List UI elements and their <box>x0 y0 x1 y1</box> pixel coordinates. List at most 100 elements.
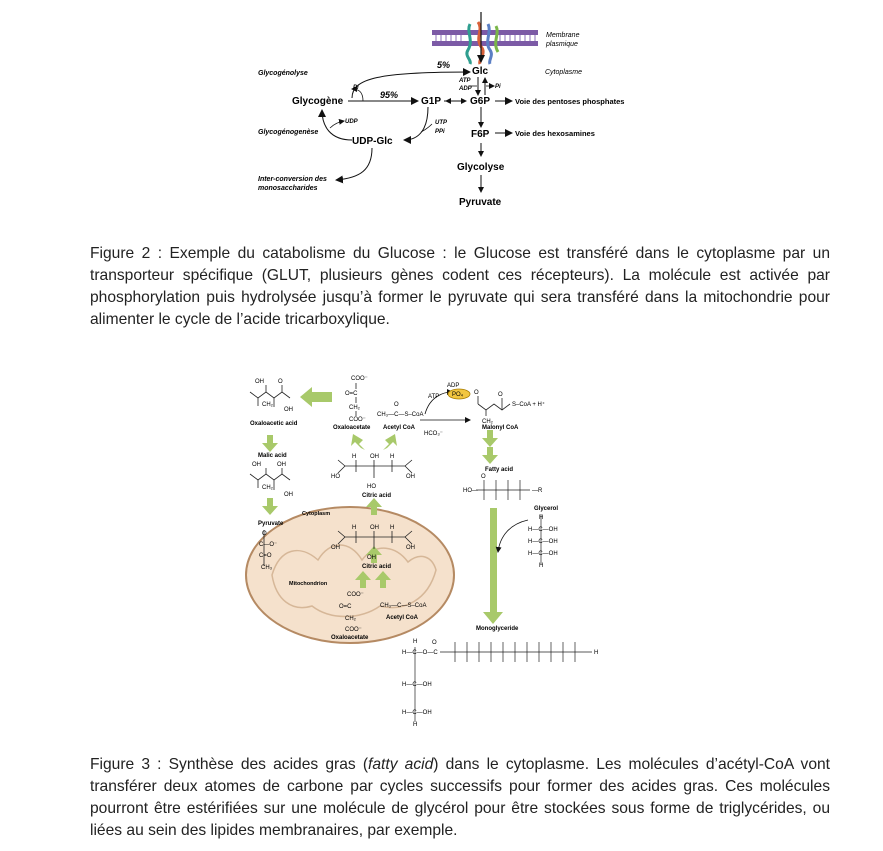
citric-cyto-oh2: OH <box>406 474 415 480</box>
glycogen-to-glc-arrow <box>351 68 471 99</box>
g1p-label: G1P <box>421 96 441 107</box>
monoglyceride-structure <box>414 642 592 722</box>
po4-label: PO₄ <box>452 392 464 398</box>
citric-cyto-h1: H <box>352 454 356 460</box>
pyruvate-c2: C=O <box>259 553 272 559</box>
malic-oh2: OH <box>277 462 286 468</box>
malonyl-coa-structure <box>477 396 511 416</box>
malic-oh3: OH <box>284 492 293 498</box>
atp-label: ATP <box>458 78 472 84</box>
oxaloacetic-oh2: OH <box>284 407 293 413</box>
citric-mito-oh: OH <box>370 525 379 531</box>
g1p-to-udpglc-arrow <box>403 106 429 144</box>
oxaloacetic-o: O <box>278 379 283 385</box>
oxaloacetic-acid-structure <box>249 385 291 407</box>
glycerol-label: Glycerol <box>534 506 558 512</box>
glycerol-h-top: H <box>539 515 543 521</box>
acetyl-coa-formula: CH₃—C—S–CoA <box>377 412 423 418</box>
f6p-label: F6P <box>471 129 490 140</box>
citric-mito-oh2: OH <box>331 545 340 551</box>
glycogene-label: Glycogène <box>292 96 344 107</box>
membrane-label-line1: Membrane <box>546 32 580 39</box>
oxaloacetate-label: Oxaloacetate <box>333 425 371 431</box>
oxaloacetate-coo-top: COO⁻ <box>351 376 368 382</box>
adp-label-fig3: ADP <box>447 383 459 389</box>
oxaloacetate-label-mito: Oxaloacetate <box>331 635 369 641</box>
interconversion-arrow <box>335 147 373 184</box>
oxaloacetic-acid-label: Oxaloacetic acid <box>250 421 298 427</box>
citric-mito-oh3: OH <box>406 545 415 551</box>
pi-label-g6p: Pi <box>495 84 501 90</box>
oxaloacetate-coo-bottom: COO⁻ <box>349 417 366 423</box>
oxaloacetate-c-o: O=C <box>345 391 358 397</box>
green-arrows <box>262 387 503 624</box>
citric-cyto-ho: HO <box>331 474 340 480</box>
utp-label: UTP <box>435 120 448 126</box>
oxaloacetate-mito-ch2: CH₂ <box>345 616 357 622</box>
pyruvate-o: O <box>262 531 267 537</box>
pi-label-glycogen: Pi <box>353 85 359 91</box>
hco3-label: HCO₃⁻ <box>424 431 443 437</box>
citric-acid-cytoplasm-structure <box>337 459 413 478</box>
acetyl-coa-label: Acetyl CoA <box>383 425 416 431</box>
fatty-acid-structure <box>476 480 530 500</box>
figure-3-fatty-acid-synthesis: Cytoplasm Mitochondrion OH O OH CH₂ Oxa <box>245 376 598 728</box>
citric-mito-h1: H <box>352 525 356 531</box>
mono-h-top: H <box>413 639 417 645</box>
adp-label: ADP <box>458 86 473 92</box>
oxaloacetate-mito-coo2: COO⁻ <box>345 627 362 633</box>
acetyl-coa-mito-formula: CH₃—C—S–CoA <box>380 603 426 609</box>
malonyl-coa-label: Malonyl CoA <box>482 425 519 431</box>
citric-mito-h2: H <box>390 525 394 531</box>
oxaloacetic-ch2: CH₂ <box>262 402 274 408</box>
pct-5-label: 5% <box>437 60 450 70</box>
citric-mito-oh4: OH <box>367 555 376 561</box>
citric-cyto-oh: OH <box>370 454 379 460</box>
glycerol-row2: H—C—OH <box>528 539 558 545</box>
mono-o: O <box>432 640 437 646</box>
malonyl-scoa: S–CoA + H⁺ <box>512 401 545 408</box>
mono-row1: H—C—O—C <box>402 650 438 656</box>
malic-ch2: CH₂ <box>262 485 274 491</box>
udp-label: UDP <box>345 119 359 125</box>
glycogenogenese-label: Glycogénogenèse <box>258 129 318 136</box>
monoglyceride-label: Monoglyceride <box>476 626 519 632</box>
figure-3-caption: Figure 3 : Synthèse des acides gras (fat… <box>90 754 830 842</box>
membrane-bilayer <box>432 21 538 65</box>
udpglc-to-glycogen-arrow <box>318 109 353 141</box>
figure-3-caption-end: ) dans le cytoplasme. Les molécules d’ac… <box>90 756 831 839</box>
glycolyse-label: Glycolyse <box>457 162 505 173</box>
malonyl-o1: O <box>474 390 479 396</box>
citric-cyto-ho2: HO <box>367 484 376 490</box>
fatty-acid-r: —R <box>532 488 543 494</box>
malic-oh1: OH <box>252 462 261 468</box>
pentoses-label: Voie des pentoses phosphates <box>515 97 624 106</box>
citric-acid-label-mito: Citric acid <box>362 564 391 570</box>
malonyl-ch2: CH₂ <box>482 419 494 425</box>
mono-row2: H—C—OH <box>402 682 432 688</box>
glycerol-row1: H—C—OH <box>528 527 558 533</box>
figure-3-caption-emphasis: fatty acid <box>368 756 434 773</box>
glycerol-row3: H—C—OH <box>528 551 558 557</box>
fatty-acid-label: Fatty acid <box>485 467 513 473</box>
acetyl-coa-label-mito: Acetyl CoA <box>386 615 419 621</box>
figure-3-caption-start: Figure 3 : Synthèse des acides gras ( <box>90 756 369 773</box>
cytoplasm-label: Cytoplasm <box>302 511 330 517</box>
fatty-acid-o: O <box>481 474 486 480</box>
fatty-acid-ho: HO— <box>463 488 478 494</box>
pyruvate-label: Pyruvate <box>459 197 502 208</box>
figure-2-caption: Figure 2 : Exemple du catabolisme du Glu… <box>90 245 830 328</box>
citric-acid-mito-structure <box>337 530 413 549</box>
interconversion-label-line2: monosaccharides <box>258 185 318 192</box>
udpglc-label: UDP-Glc <box>352 136 393 147</box>
malic-acid-label: Malic acid <box>258 453 287 459</box>
citric-cyto-h2: H <box>390 454 394 460</box>
glycerol-h-bottom: H <box>539 563 543 569</box>
glycogenolyse-label: Glycogénolyse <box>258 70 308 77</box>
oxaloacetate-ch2: CH₂ <box>349 405 361 411</box>
atp-label-fig3: ATP <box>428 394 439 400</box>
citric-acid-label-cytoplasm: Citric acid <box>362 493 391 499</box>
pct-95-label: 95% <box>380 90 398 100</box>
pyruvate-label-fig3: Pyruvate <box>258 521 284 527</box>
